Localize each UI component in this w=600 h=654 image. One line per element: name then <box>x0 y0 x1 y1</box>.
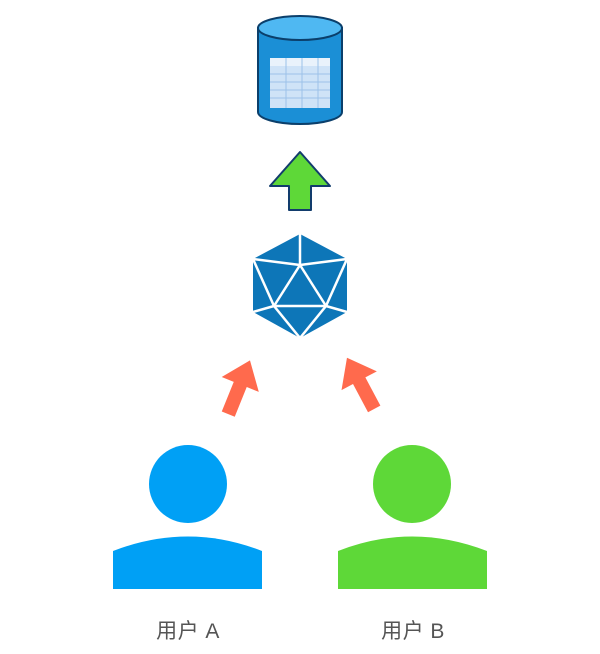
user-b-person-icon <box>338 445 487 589</box>
database-table <box>270 58 330 108</box>
up-arrow-icon <box>269 151 331 211</box>
user-b-arrow-icon <box>341 357 381 413</box>
user-b-label: 用户 B <box>381 620 445 643</box>
user-a-arrow-icon <box>221 360 259 417</box>
user-a-person-icon <box>113 445 262 589</box>
user-a-label: 用户 A <box>156 620 220 643</box>
icosahedron-icon <box>251 234 349 339</box>
database-icon <box>257 15 343 125</box>
